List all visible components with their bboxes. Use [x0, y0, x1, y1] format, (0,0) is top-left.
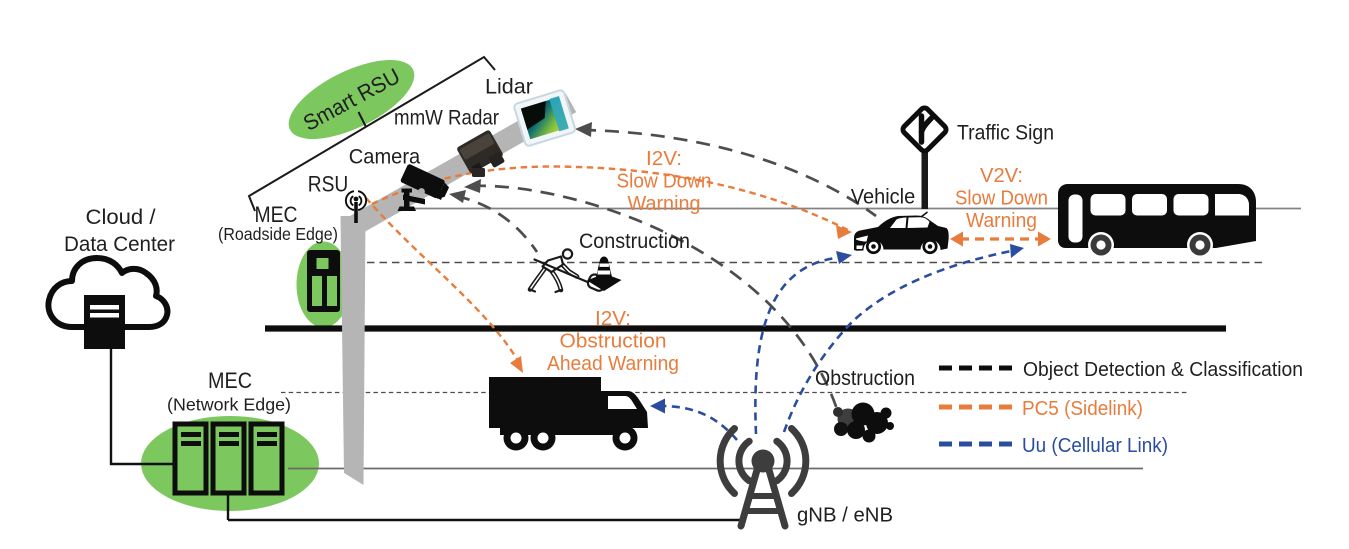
svg-text:Cloud /: Cloud /	[86, 206, 156, 229]
svg-text:gNB / eNB: gNB / eNB	[797, 505, 893, 527]
svg-text:(Network Edge): (Network Edge)	[167, 395, 291, 415]
svg-text:Obstruction: Obstruction	[815, 367, 915, 390]
svg-text:Slow Down: Slow Down	[617, 171, 712, 193]
svg-text:MEC: MEC	[255, 202, 298, 227]
svg-text:Traffic Sign: Traffic Sign	[957, 122, 1054, 145]
svg-text:Warning: Warning	[966, 210, 1037, 232]
svg-text:Object Detection & Classificat: Object Detection & Classification	[1023, 358, 1303, 381]
svg-text:Uu (Cellular Link): Uu (Cellular Link)	[1022, 434, 1168, 457]
svg-text:(Roadside Edge): (Roadside Edge)	[218, 224, 338, 244]
svg-text:Ahead Warning: Ahead Warning	[547, 353, 679, 375]
svg-text:V2V:: V2V:	[980, 165, 1023, 187]
svg-text:Warning: Warning	[628, 193, 701, 215]
svg-text:RSU: RSU	[308, 172, 349, 197]
svg-text:Lidar: Lidar	[485, 76, 533, 99]
svg-text:MEC: MEC	[208, 368, 252, 393]
svg-text:Obstruction: Obstruction	[560, 331, 667, 353]
svg-text:I2V:: I2V:	[646, 148, 682, 170]
svg-text:PC5 (Sidelink): PC5 (Sidelink)	[1022, 397, 1143, 420]
svg-text:I2V:: I2V:	[595, 308, 631, 330]
svg-text:Vehicle: Vehicle	[851, 186, 916, 209]
svg-text:Camera: Camera	[349, 146, 421, 169]
svg-text:Data Center: Data Center	[64, 233, 175, 256]
svg-text:Slow Down: Slow Down	[955, 188, 1048, 210]
svg-text:Construction: Construction	[579, 230, 690, 253]
svg-text:mmW Radar: mmW Radar	[394, 107, 499, 130]
